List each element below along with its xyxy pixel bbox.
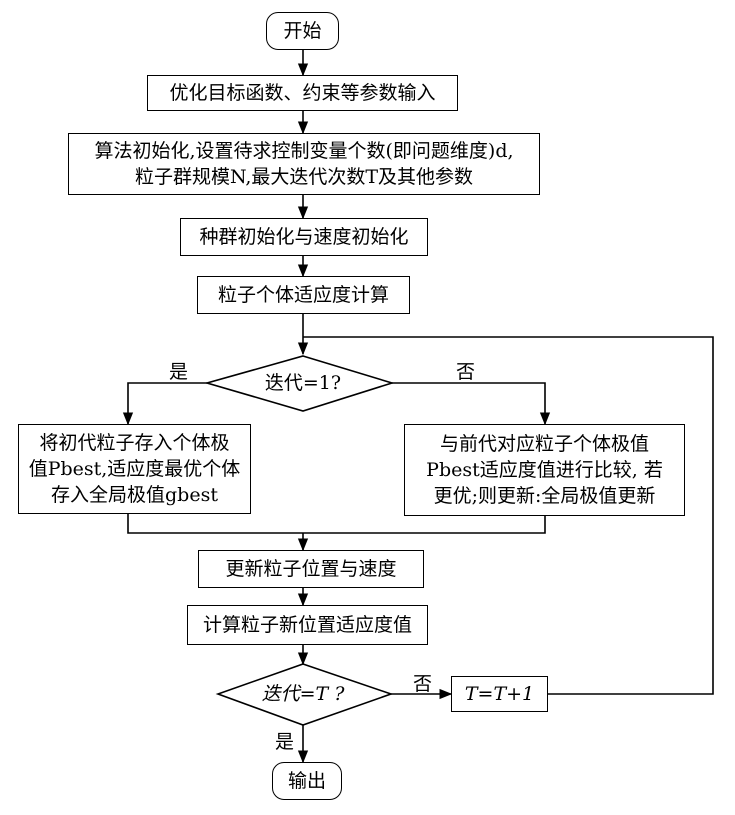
- fitness-calc-label: 粒子个体适应度计算: [217, 284, 389, 306]
- edge-label-no1: 否: [456, 361, 476, 383]
- edge-label-yes2: 是: [275, 731, 295, 753]
- new-fitness-label: 计算粒子新位置适应度值: [202, 614, 412, 636]
- new-fitness-node: 计算粒子新位置适应度值: [187, 605, 428, 645]
- first-generation-node: 将初代粒子存入个体极 值Pbest,适应度最优个体 存入全局极值gbest: [18, 424, 251, 514]
- right-label-line3: 更优;则更新:全局极值更新: [433, 485, 656, 507]
- output-label: 输出: [287, 770, 326, 792]
- left-label-line2: 值Pbest,适应度最优个体: [28, 458, 241, 480]
- right-label-line2: Pbest适应度值进行比较, 若: [426, 459, 663, 481]
- init-label-line1: 算法初始化,设置待求控制变量个数(即问题维度)d,: [94, 140, 514, 162]
- population-init-label: 种群初始化与速度初始化: [199, 226, 409, 248]
- arrow-decision1-yes: [122, 382, 207, 426]
- start-label: 开始: [283, 20, 322, 42]
- decision1-label: 迭代=1?: [264, 372, 342, 394]
- update-position-label: 更新粒子位置与速度: [225, 558, 397, 580]
- input-label: 优化目标函数、约束等参数输入: [169, 82, 436, 104]
- population-init-node: 种群初始化与速度初始化: [180, 218, 428, 256]
- decision2-label: 迭代=T ?: [261, 683, 345, 705]
- arrow-decision1-no: [392, 382, 551, 426]
- edge-label-no2: 否: [413, 673, 433, 695]
- output-node: 输出: [272, 762, 342, 800]
- right-label-line1: 与前代对应粒子个体极值: [439, 433, 649, 455]
- input-node: 优化目标函数、约束等参数输入: [147, 75, 458, 111]
- decision2-diamond: [215, 663, 394, 726]
- left-label-line1: 将初代粒子存入个体极: [39, 432, 230, 454]
- loop-back-line: [303, 336, 714, 695]
- compare-previous-node: 与前代对应粒子个体极值 Pbest适应度值进行比较, 若 更优;则更新:全局极值…: [404, 424, 685, 516]
- decision1-diamond: [204, 355, 395, 412]
- update-position-node: 更新粒子位置与速度: [198, 550, 424, 588]
- start-node: 开始: [266, 12, 339, 50]
- edge-label-yes1: 是: [169, 361, 189, 383]
- fitness-calc-node: 粒子个体适应度计算: [197, 276, 410, 314]
- increment-label: T=T+1: [464, 683, 535, 705]
- increment-node: T=T+1: [451, 676, 548, 712]
- algorithm-init-node: 算法初始化,设置待求控制变量个数(即问题维度)d, 粒子群规模N,最大迭代次数T…: [68, 133, 540, 195]
- left-label-line3: 存入全局极值gbest: [51, 484, 218, 506]
- init-label-line2: 粒子群规模N,最大迭代次数T及其他参数: [134, 166, 474, 188]
- merge-left-line: [127, 514, 546, 534]
